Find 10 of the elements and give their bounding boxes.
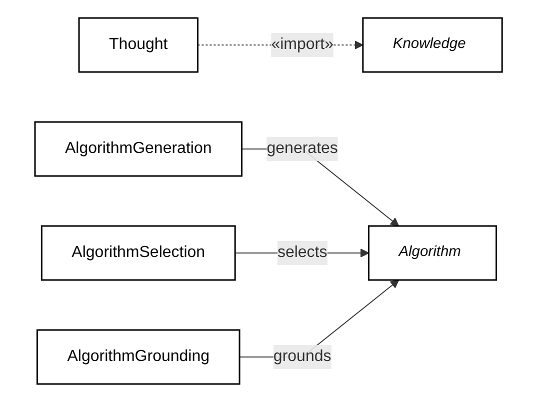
node-box: AlgorithmGrounding (36, 329, 240, 385)
edge-label: «import» (271, 36, 334, 53)
edge-label: generates (266, 140, 338, 157)
node-box: AlgorithmGeneration (34, 121, 242, 177)
node-box: Knowledge (362, 17, 503, 73)
node-box: Thought (78, 17, 198, 73)
node-box: Algorithm (368, 225, 497, 281)
edge-label: grounds (273, 348, 332, 365)
node-box: AlgorithmSelection (40, 225, 236, 281)
edge-label: selects (277, 244, 328, 261)
